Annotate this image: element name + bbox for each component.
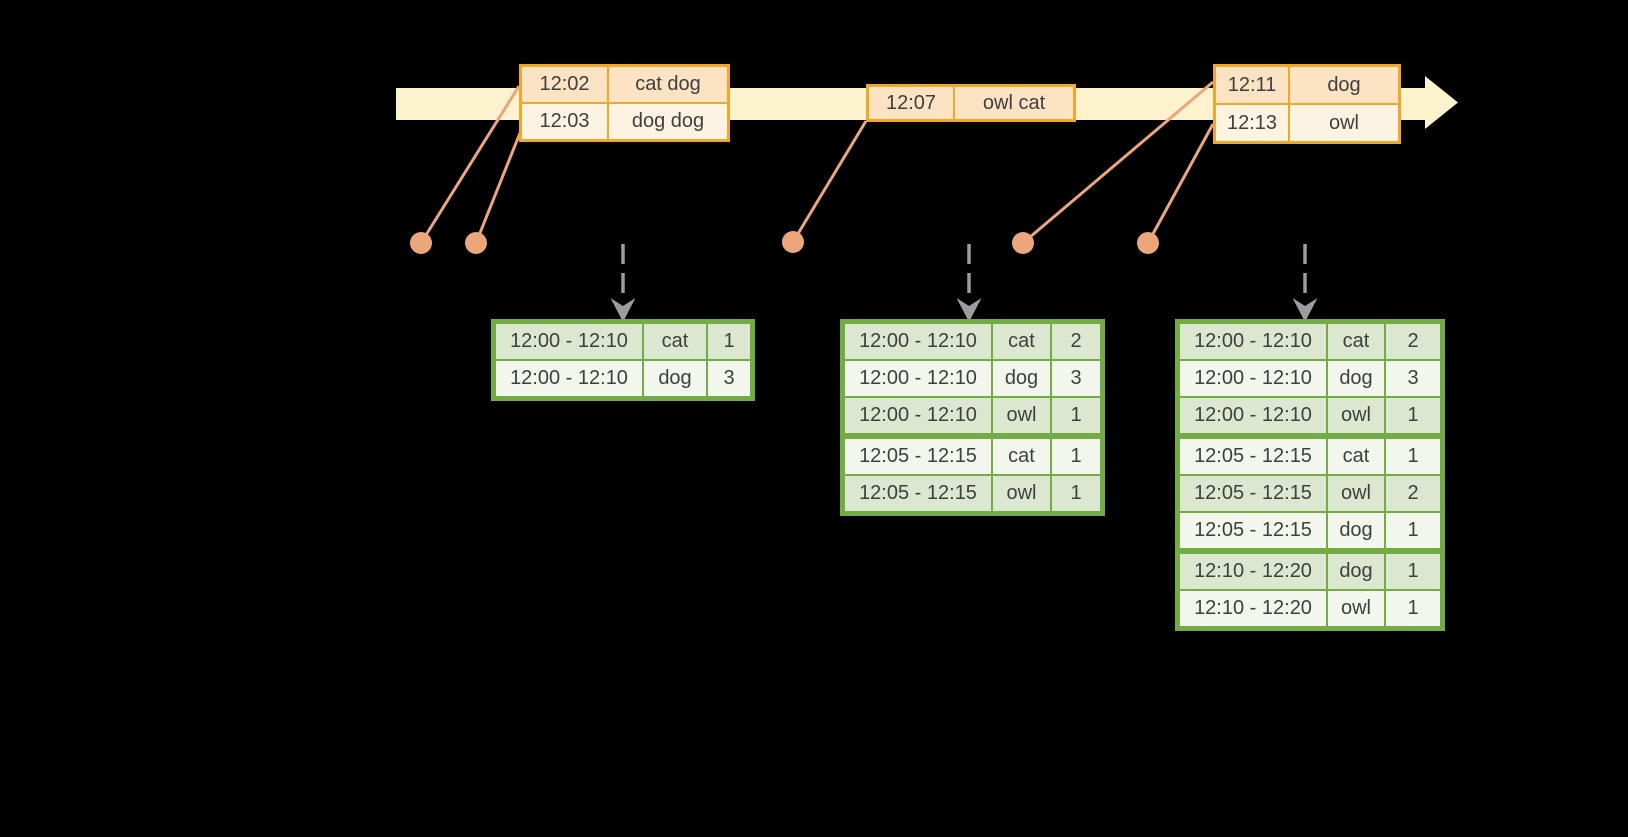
result-word-cell: owl	[993, 398, 1050, 433]
event-time-cell: 12:03	[522, 104, 607, 139]
result-window-cell: 12:00 - 12:10	[496, 324, 642, 359]
event-time-cell: 12:07	[869, 87, 953, 119]
event-dot	[465, 232, 487, 254]
result-count-cell: 1	[1386, 513, 1440, 548]
result-table-1: 12:00 - 12:10 cat 1 12:00 - 12:10 dog 3	[491, 319, 755, 401]
result-row: 12:00 - 12:10 cat 2	[1180, 324, 1440, 359]
event-dots	[410, 231, 1159, 254]
trigger-arrowhead-icon	[610, 298, 636, 322]
event-dot	[1137, 232, 1159, 254]
result-window-cell: 12:05 - 12:15	[845, 439, 991, 474]
result-word-cell: cat	[993, 324, 1050, 359]
result-count-cell: 3	[1386, 361, 1440, 396]
result-count-cell: 2	[1386, 324, 1440, 359]
result-window-cell: 12:05 - 12:15	[1180, 513, 1326, 548]
event-table-1: 12:02 cat dog 12:03 dog dog	[519, 64, 730, 142]
event-words-cell: dog dog	[609, 104, 727, 139]
result-count-cell: 3	[1052, 361, 1100, 396]
event-connector-lines	[419, 80, 1215, 245]
event-table-2: 12:07 owl cat	[866, 84, 1076, 122]
result-row: 12:05 - 12:15 dog 1	[1180, 513, 1440, 548]
result-word-cell: cat	[644, 324, 706, 359]
event-words-cell: dog	[1290, 67, 1398, 103]
result-word-cell: owl	[1328, 476, 1384, 511]
result-count-cell: 1	[1052, 439, 1100, 474]
result-row: 12:10 - 12:20 owl 1	[1180, 591, 1440, 626]
event-time-cell: 12:11	[1216, 67, 1288, 103]
event-row: 12:13 owl	[1216, 105, 1398, 141]
trigger-arrow-lines	[621, 244, 1307, 301]
result-window-cell: 12:00 - 12:10	[845, 398, 991, 433]
result-row: 12:05 - 12:15 cat 1	[845, 439, 1100, 474]
event-connector-line	[474, 132, 522, 244]
result-row: 12:00 - 12:10 dog 3	[845, 361, 1100, 396]
result-count-cell: 1	[1386, 439, 1440, 474]
result-window-cell: 12:05 - 12:15	[845, 476, 991, 511]
result-table-3: 12:00 - 12:10 cat 2 12:00 - 12:10 dog 3 …	[1175, 319, 1445, 631]
result-word-cell: dog	[1328, 513, 1384, 548]
trigger-arrowhead-icon	[956, 298, 982, 322]
result-word-cell: cat	[1328, 324, 1384, 359]
result-table-2: 12:00 - 12:10 cat 2 12:00 - 12:10 dog 3 …	[840, 319, 1105, 516]
result-word-cell: cat	[1328, 439, 1384, 474]
result-window-cell: 12:00 - 12:10	[1180, 398, 1326, 433]
event-words-cell: owl	[1290, 105, 1398, 141]
result-count-cell: 1	[1386, 554, 1440, 589]
event-connector-line	[419, 85, 521, 244]
result-word-cell: dog	[1328, 554, 1384, 589]
event-dot	[410, 232, 432, 254]
result-word-cell: dog	[993, 361, 1050, 396]
result-word-cell: dog	[644, 361, 706, 396]
result-row: 12:05 - 12:15 cat 1	[1180, 439, 1440, 474]
result-count-cell: 1	[1052, 476, 1100, 511]
event-row: 12:03 dog dog	[522, 104, 727, 139]
result-row: 12:00 - 12:10 dog 3	[496, 361, 750, 396]
result-window-cell: 12:00 - 12:10	[1180, 361, 1326, 396]
result-count-cell: 1	[708, 324, 750, 359]
result-count-cell: 2	[1386, 476, 1440, 511]
result-window-cell: 12:00 - 12:10	[845, 361, 991, 396]
result-count-cell: 3	[708, 361, 750, 396]
event-table-3: 12:11 dog 12:13 owl	[1213, 64, 1401, 144]
result-row: 12:05 - 12:15 owl 1	[845, 476, 1100, 511]
event-time-cell: 12:13	[1216, 105, 1288, 141]
result-count-cell: 2	[1052, 324, 1100, 359]
result-word-cell: owl	[1328, 591, 1384, 626]
result-word-cell: owl	[993, 476, 1050, 511]
result-word-cell: owl	[1328, 398, 1384, 433]
result-window-cell: 12:00 - 12:10	[845, 324, 991, 359]
event-words-cell: cat dog	[609, 67, 727, 102]
event-connector-line	[1022, 80, 1214, 245]
result-window-cell: 12:10 - 12:20	[1180, 554, 1326, 589]
result-window-cell: 12:00 - 12:10	[496, 361, 642, 396]
event-connector-line	[791, 120, 868, 243]
result-row: 12:00 - 12:10 owl 1	[845, 398, 1100, 433]
result-count-cell: 1	[1052, 398, 1100, 433]
result-window-cell: 12:05 - 12:15	[1180, 476, 1326, 511]
result-row: 12:00 - 12:10 cat 1	[496, 324, 750, 359]
result-window-cell: 12:05 - 12:15	[1180, 439, 1326, 474]
trigger-arrowhead-icon	[1292, 298, 1318, 322]
event-row: 12:07 owl cat	[869, 87, 1073, 119]
event-row: 12:11 dog	[1216, 67, 1398, 103]
event-dot	[782, 231, 804, 253]
event-row: 12:02 cat dog	[522, 67, 727, 102]
result-word-cell: cat	[993, 439, 1050, 474]
event-connector-line	[1146, 123, 1215, 244]
result-row: 12:10 - 12:20 dog 1	[1180, 554, 1440, 589]
event-dot	[1012, 232, 1034, 254]
result-row: 12:00 - 12:10 cat 2	[845, 324, 1100, 359]
event-words-cell: owl cat	[955, 87, 1073, 119]
result-window-cell: 12:10 - 12:20	[1180, 591, 1326, 626]
trigger-arrowheads	[610, 298, 1318, 322]
result-window-cell: 12:00 - 12:10	[1180, 324, 1326, 359]
event-time-cell: 12:02	[522, 67, 607, 102]
result-word-cell: dog	[1328, 361, 1384, 396]
result-count-cell: 1	[1386, 591, 1440, 626]
result-row: 12:00 - 12:10 owl 1	[1180, 398, 1440, 433]
result-row: 12:00 - 12:10 dog 3	[1180, 361, 1440, 396]
result-count-cell: 1	[1386, 398, 1440, 433]
result-row: 12:05 - 12:15 owl 2	[1180, 476, 1440, 511]
